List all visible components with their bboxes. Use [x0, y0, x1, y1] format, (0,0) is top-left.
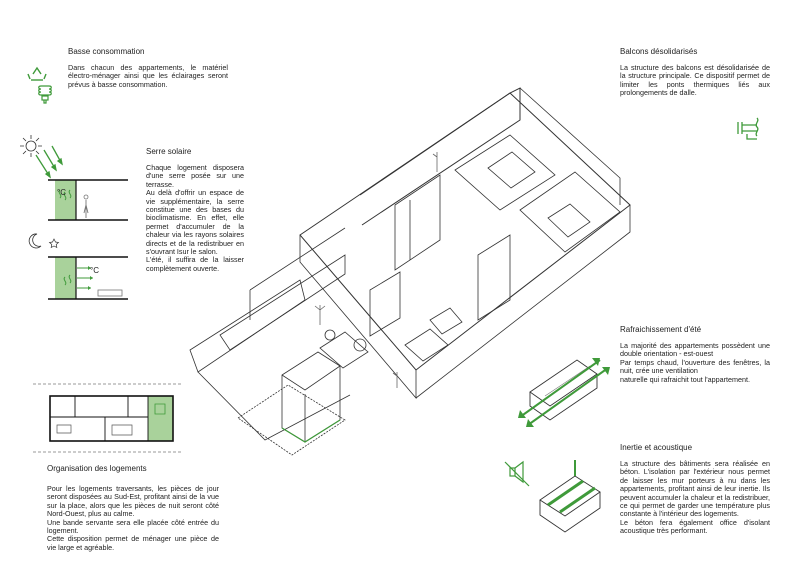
balcons-title: Balcons désolidarisés	[620, 47, 698, 56]
sun-rays	[35, 145, 63, 179]
serre-solaire-block: Serre solaire Chaque logement disposera …	[146, 147, 244, 273]
rafraichissement-block: Rafraichissement d'été La majorité des a…	[620, 325, 770, 384]
muted-speaker-icon	[504, 460, 530, 487]
rafraichissement-title: Rafraichissement d'été	[620, 325, 702, 334]
greenhouse-night-section	[48, 256, 128, 300]
serre-solaire-text: Chaque logement disposera d'une serre po…	[146, 163, 244, 273]
inertie-block: Inertie et acoustique La structure des b…	[620, 443, 770, 536]
organisation-block: Organisation des logements Pour les loge…	[47, 464, 219, 552]
temp-day-label: °C	[57, 188, 66, 197]
serre-accent	[281, 419, 341, 443]
balcons-text: La structure des balcons est désolidaris…	[620, 63, 770, 98]
organisation-plan	[33, 383, 183, 453]
rafraichissement-text: La majorité des appartements possèdent u…	[620, 341, 770, 384]
recycle-icon	[27, 66, 47, 81]
main-axonometric	[189, 87, 631, 456]
low-energy-bulb-icon	[38, 85, 52, 104]
balcony-detail-icon	[737, 117, 759, 140]
inertie-title: Inertie et acoustique	[620, 443, 693, 452]
moon-icon	[28, 233, 42, 249]
inertia-wall-diagram	[539, 460, 601, 533]
organisation-text: Pour les logements traversants, les pièc…	[47, 484, 219, 552]
basse-consommation-block: Basse consommation Dans chacun des appar…	[68, 47, 228, 89]
greenhouse-day-section	[48, 179, 128, 221]
basse-consommation-text: Dans chacun des appartements, le matérie…	[68, 63, 228, 89]
temp-night-label: °C	[90, 266, 99, 275]
inertie-text: La structure des bâtiments sera réalisée…	[620, 459, 770, 536]
organisation-title: Organisation des logements	[47, 464, 147, 473]
star-icon	[48, 238, 60, 249]
sun-icon	[20, 135, 42, 157]
serre-solaire-title: Serre solaire	[146, 147, 192, 156]
ventilation-diagram	[518, 358, 610, 427]
balcons-block: Balcons désolidarisés La structure des b…	[620, 47, 770, 98]
basse-consommation-title: Basse consommation	[68, 47, 145, 56]
